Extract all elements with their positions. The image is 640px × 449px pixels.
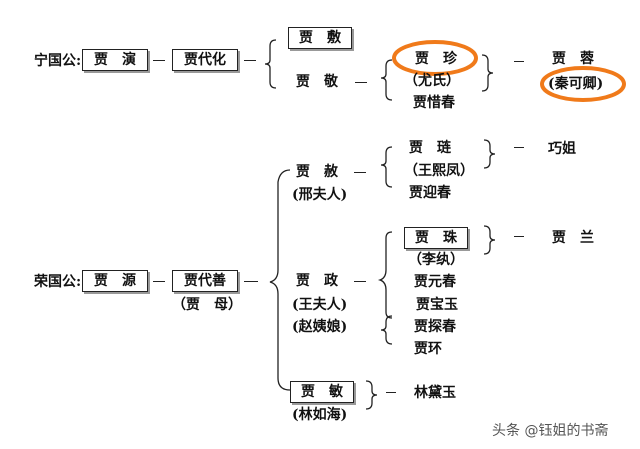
ningguo-rong-wife: (秦可卿) [548,76,604,92]
brace-daishan-children [269,169,291,391]
brace-daihua-children [264,39,277,89]
dash [153,281,165,282]
rongguo-she: 贾 赦 [296,164,338,180]
brace-min-husband [365,380,378,410]
rongguo-baoyu: 贾宝玉 [416,297,458,313]
dash [244,281,258,282]
ningguo-fu-box: 贾 敷 [288,27,352,49]
highlight-ellipse-qinkeqing [540,66,626,102]
ningguo-zhen: 贾 珍 [415,51,457,67]
dash [386,392,396,393]
brace-zhen-wife [481,54,494,92]
rongguo-lian: 贾 琏 [409,140,451,156]
dash [153,60,165,61]
rongguo-label: 荣国公: [34,274,82,290]
rongguo-lan: 贾 兰 [552,230,594,246]
rongguo-gen2-box: 贾代善 [172,270,238,292]
brace-she-children [380,146,393,188]
rongguo-daiyu: 林黛玉 [414,385,456,401]
rongguo-yuanchun: 贾元春 [414,274,456,290]
brace-zheng-zhao-children [380,315,393,345]
highlight-ellipse-zhen [392,40,478,76]
ningguo-jing: 贾 敬 [296,74,338,90]
rongguo-zheng-wife1: (王夫人) [292,297,348,313]
brace-zhu-wife [483,225,496,255]
ningguo-xichun: 贾惜春 [413,95,455,111]
dash [244,60,256,61]
brace-lian-wife [483,139,496,169]
brace-zheng-wang-children [377,231,393,319]
rongguo-gen2-wife: （贾 母） [172,297,242,313]
ningguo-rong: 贾 蓉 [552,51,594,67]
rongguo-min-box: 贾 敏 [290,381,354,403]
rongguo-zhu-box: 贾 珠 [404,227,468,249]
rongguo-zheng: 贾 政 [296,273,338,289]
watermark: 头条 @钰姐的书斋 [492,423,609,439]
ningguo-gen1-box: 贾 演 [82,49,148,71]
rongguo-tanchun: 贾探春 [414,319,456,335]
dash [354,281,366,282]
rongguo-yingchun: 贾迎春 [409,185,451,201]
rongguo-min-husband: (林如海) [292,407,348,423]
dash [355,82,367,83]
brace-jing-children [380,59,393,101]
rongguo-gen1-box: 贾 源 [82,270,148,292]
ningguo-gen2-box: 贾代化 [172,49,238,71]
dash [514,147,524,148]
rongguo-she-wife: (邢夫人) [292,187,348,203]
rongguo-huan: 贾环 [414,341,442,357]
rongguo-zheng-wife2: (赵姨娘) [292,319,348,335]
dash [354,172,366,173]
dash [514,236,524,237]
rongguo-zhu-wife: （李纨） [408,252,464,268]
rongguo-qiaojie: 巧姐 [548,141,576,157]
ningguo-label: 宁国公: [34,53,82,69]
ningguo-zhen-wife: （尤氏） [404,73,460,89]
rongguo-lian-wife: （王熙凤） [404,163,474,179]
dash [514,61,524,62]
